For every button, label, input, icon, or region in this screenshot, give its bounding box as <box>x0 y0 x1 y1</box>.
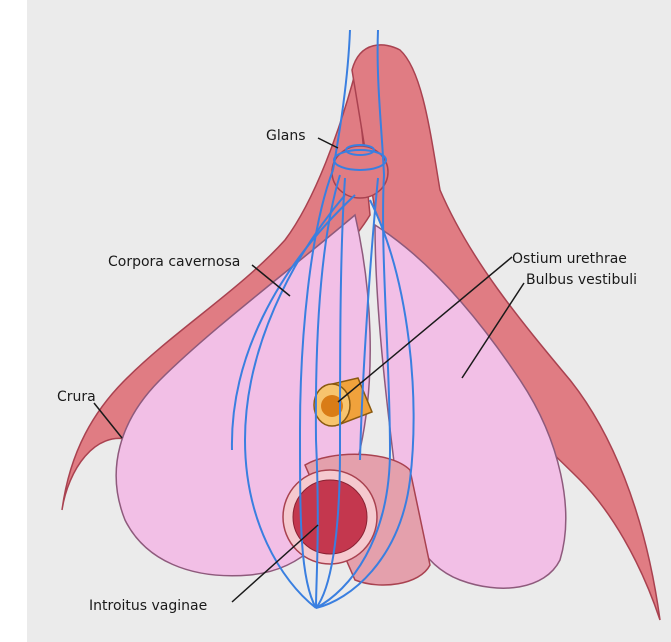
label-glans: Glans <box>266 128 305 144</box>
label-corpora-cavernosa: Corpora cavernosa <box>108 254 240 270</box>
label-crura: Crura <box>57 389 96 405</box>
label-ostium-urethrae: Ostium urethrae <box>512 251 627 267</box>
label-introitus-vaginae: Introitus vaginae <box>89 598 207 614</box>
vaginal-opening <box>293 480 367 554</box>
label-bulbus-vestibuli: Bulbus vestibuli <box>526 272 637 288</box>
